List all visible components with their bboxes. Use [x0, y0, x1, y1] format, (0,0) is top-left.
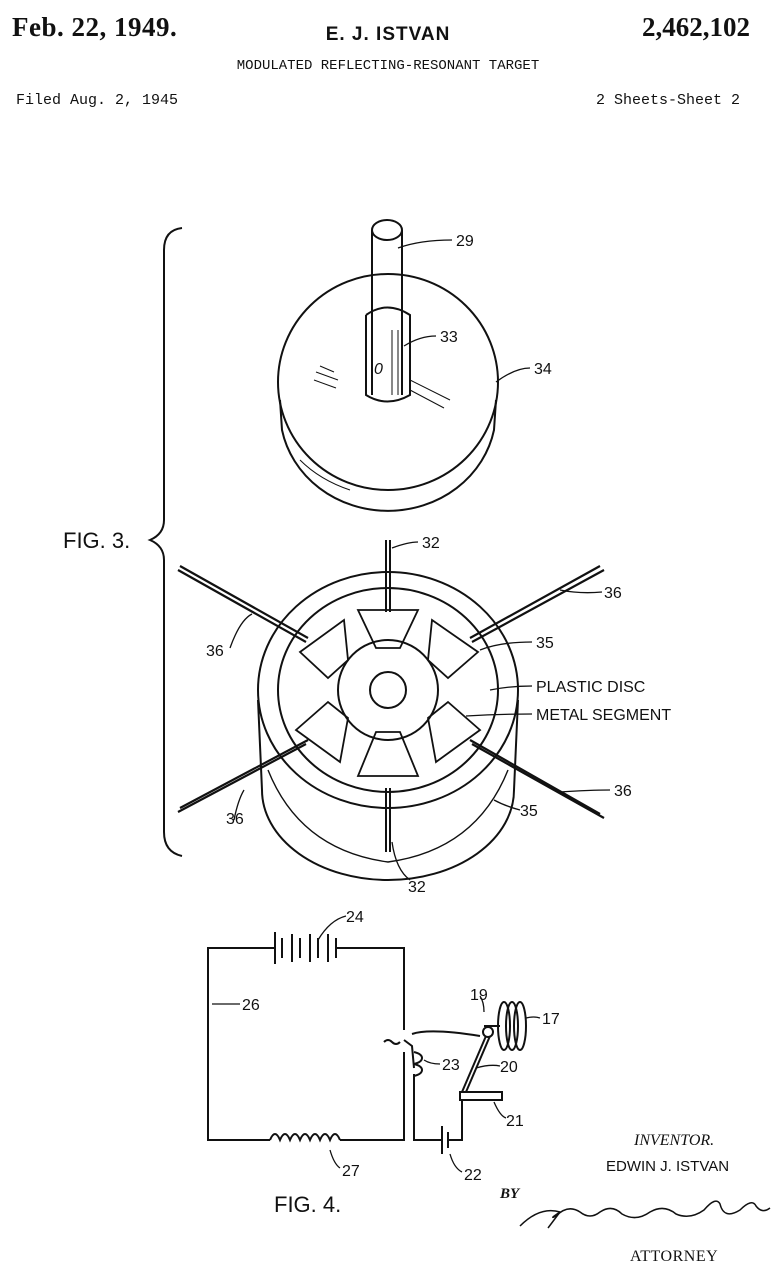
lower-disc-assembly: [177, 540, 611, 881]
fig4-circuit: [207, 915, 541, 1173]
inventor-header: E. J. ISTVAN: [325, 24, 451, 45]
ref-27: 27: [342, 1163, 360, 1180]
attorney-label: ATTORNEY: [630, 1248, 719, 1265]
ref-33: 33: [440, 329, 458, 346]
ref-32-top: 32: [422, 535, 440, 552]
fig4-label: FIG. 4.: [274, 1192, 341, 1217]
ref-0: 0: [374, 361, 383, 378]
ref-20: 20: [500, 1059, 518, 1076]
ref-19: 19: [470, 987, 488, 1004]
ref-24: 24: [346, 909, 364, 926]
ref-29: 29: [456, 233, 474, 250]
ref-17: 17: [542, 1011, 560, 1028]
inventor-heading: INVENTOR.: [634, 1132, 715, 1149]
patent-date: Feb. 22, 1949.: [12, 12, 178, 42]
filed-date: Filed Aug. 2, 1945: [16, 92, 179, 109]
ref-36-right-bottom: 36: [614, 783, 632, 800]
sheet-count: 2 Sheets-Sheet 2: [595, 92, 740, 109]
upper-disc-assembly: [277, 219, 531, 512]
fig3-brace: [147, 227, 183, 857]
ref-36-left-top: 36: [206, 643, 224, 660]
ref-26: 26: [242, 997, 260, 1014]
by-label: BY: [500, 1186, 520, 1202]
ref-36-left-bottom: 36: [226, 811, 244, 828]
ref-23: 23: [442, 1057, 460, 1074]
ref-21: 21: [506, 1113, 524, 1130]
ref-22: 22: [464, 1167, 482, 1184]
plastic-disc-label: PLASTIC DISC: [536, 679, 645, 696]
ref-32-bottom: 32: [408, 879, 426, 896]
ref-34: 34: [534, 361, 552, 378]
metal-segment-label: METAL SEGMENT: [536, 707, 671, 724]
attorney-signature: [519, 1200, 771, 1229]
ref-36-right-top: 36: [604, 585, 622, 602]
inventor-name: EDWIN J. ISTVAN: [606, 1158, 730, 1175]
fig3-label: FIG. 3.: [63, 528, 130, 553]
patent-title: MODULATED REFLECTING-RESONANT TARGET: [236, 58, 540, 74]
patent-number: 2,462,102: [642, 12, 750, 42]
ref-35-top: 35: [536, 635, 554, 652]
ref-35-bottom: 35: [520, 803, 538, 820]
